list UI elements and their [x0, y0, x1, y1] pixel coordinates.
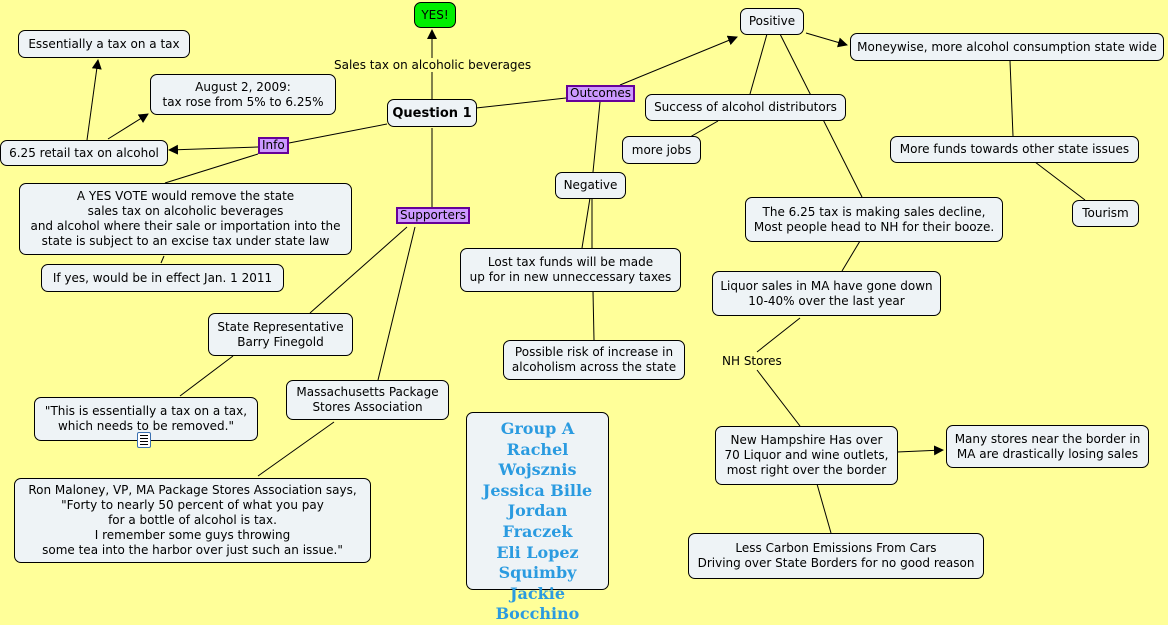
node-group-members[interactable]: Group A Rachel Wojsznis Jessica Bille Jo… [466, 412, 609, 623]
node-lost-funds[interactable]: Lost tax funds will be made up for in ne… [460, 248, 681, 292]
phrase-outcomes[interactable]: Outcomes [566, 85, 636, 102]
node-alcoholism[interactable]: Possible risk of increase in alcoholism … [503, 340, 685, 380]
node-august-2009[interactable]: August 2, 2009: tax rose from 5% to 6.25… [150, 74, 336, 115]
node-moneywise[interactable]: Moneywise, more alcohol consumption stat… [850, 33, 1164, 61]
node-positive[interactable]: Positive [740, 8, 804, 35]
phrase-info[interactable]: Info [258, 137, 289, 154]
link-label-sales-tax: Sales tax on alcoholic beverages [334, 58, 532, 72]
node-sales-decline[interactable]: The 6.25 tax is making sales decline, Mo… [745, 197, 1003, 242]
node-package-stores[interactable]: Massachusetts Package Stores Association [286, 380, 449, 420]
node-more-funds[interactable]: More funds towards other state issues [890, 136, 1139, 163]
link-label-nh-stores: NH Stores [722, 354, 782, 368]
node-tourism[interactable]: Tourism [1072, 200, 1139, 227]
node-distributors[interactable]: Success of alcohol distributors [645, 94, 846, 121]
node-nh-outlets[interactable]: New Hampshire Has over 70 Liquor and win… [715, 426, 898, 485]
node-quote-maloney[interactable]: Ron Maloney, VP, MA Package Stores Assoc… [14, 478, 371, 563]
node-yes-vote[interactable]: A YES VOTE would remove the state sales … [19, 183, 352, 255]
node-carbon[interactable]: Less Carbon Emissions From Cars Driving … [688, 533, 984, 579]
phrase-supporters[interactable]: Supporters [396, 207, 471, 224]
node-state-rep[interactable]: State Representative Barry Finegold [208, 313, 353, 356]
node-liquor-sales[interactable]: Liquor sales in MA have gone down 10-40%… [712, 271, 941, 316]
node-retail-tax[interactable]: 6.25 retail tax on alcohol [0, 140, 168, 166]
node-tax-on-tax[interactable]: Essentially a tax on a tax [18, 30, 190, 58]
node-question-1[interactable]: Question 1 [387, 99, 477, 127]
node-effect-date[interactable]: If yes, would be in effect Jan. 1 2011 [41, 264, 284, 292]
node-more-jobs[interactable]: more jobs [622, 136, 701, 164]
node-yes[interactable]: YES! [414, 2, 456, 28]
node-negative[interactable]: Negative [555, 172, 626, 199]
node-border-stores[interactable]: Many stores near the border in MA are dr… [946, 425, 1149, 468]
note-icon[interactable] [137, 432, 151, 448]
